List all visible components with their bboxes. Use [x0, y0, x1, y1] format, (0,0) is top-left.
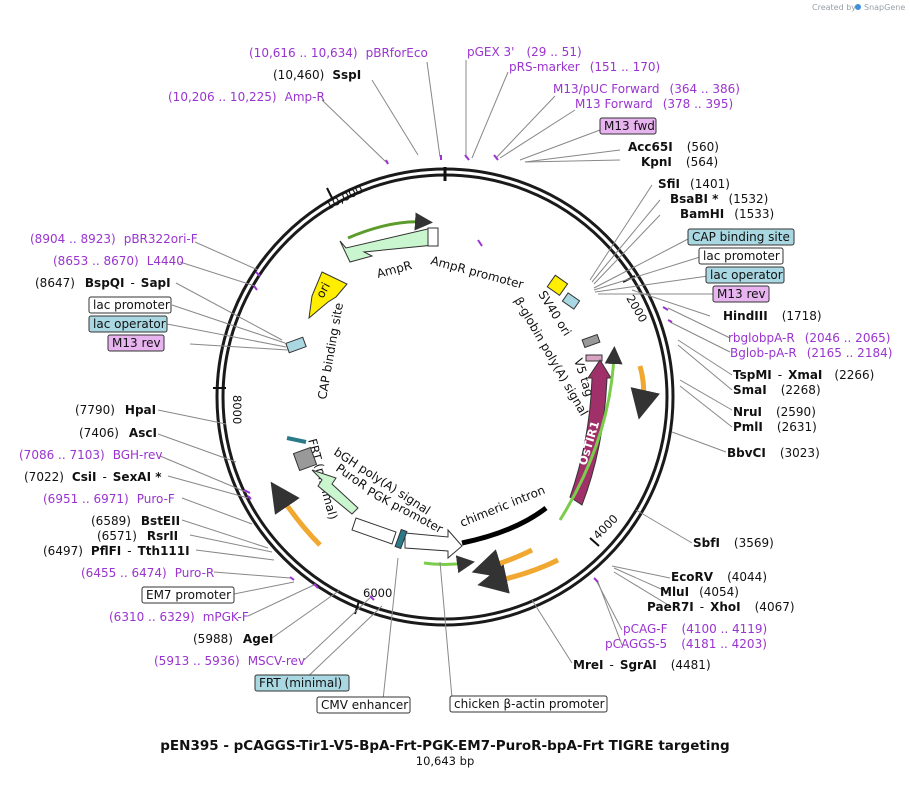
right-orf-orange[interactable] [630, 365, 660, 420]
site-l4440: (8653 .. 8670)L4440 [53, 254, 184, 268]
site-m13puc-fwd: M13/pUC Forward(364 .. 386) [553, 82, 740, 96]
site-ampr-primer: (10,206 .. 10,225)Amp-R [168, 90, 325, 104]
v5-tag-bar[interactable] [585, 354, 603, 362]
m13-rev-box-left-label: M13 rev [112, 336, 161, 350]
chicken-actin-promoter-box[interactable]: chicken β-actin promoter [449, 695, 608, 713]
site-pcaggs5: pCAGGS-5(4181 .. 4203) [605, 637, 767, 651]
frt-minimal-box-label: FRT (minimal) [259, 676, 342, 690]
site-pflfi-tth111i: (6497)PflFI-Tth111I [43, 544, 190, 558]
plasmid-length: 10,643 bp [416, 754, 475, 768]
lac-operator-box-left-label: lac operator [93, 317, 166, 331]
lac-promoter-box-right[interactable]: lac promoter [698, 247, 784, 265]
site-rsrii: (6571)RsrII [97, 529, 178, 543]
site-ecorv: EcoRV(4044) [671, 570, 767, 584]
ori-feature[interactable] [308, 271, 348, 320]
lac-operator-box-left[interactable]: lac operator [88, 315, 168, 333]
site-pgex3: pGEX 3'(29 .. 51) [467, 45, 582, 59]
m13-fwd-box[interactable]: M13 fwd [599, 117, 657, 135]
primer-marks [243, 154, 673, 601]
bglobin-polya-bar[interactable] [581, 333, 601, 349]
m13-fwd-box-label: M13 fwd [604, 119, 655, 133]
site-sspi: (10,460)SspI [273, 68, 361, 82]
site-bsabi: BsaBI *(1532) [670, 192, 768, 206]
site-bspqi-sapi: (8647)BspQI-SapI [35, 276, 171, 290]
credit-brand: SnapGene [864, 3, 905, 12]
em7-promoter-box-label: EM7 promoter [146, 588, 231, 602]
site-smai: SmaI(2268) [733, 383, 821, 397]
chicken-actin-promoter-box-label: chicken β-actin promoter [454, 697, 605, 711]
site-nrui: NruI(2590) [733, 405, 816, 419]
cap-box-right-label: CAP binding site [692, 230, 790, 244]
site-paer7i-xhoi: PaeR7I-XhoI(4067) [647, 600, 795, 614]
site-purof: (6951 .. 6971)Puro-F [43, 492, 175, 506]
tick-label-2000: 2000 [623, 293, 650, 325]
site-bamhi: BamHI(1533) [680, 207, 774, 221]
lac-cluster-left[interactable] [285, 336, 307, 354]
lac-promoter-box-left[interactable]: lac promoter [88, 296, 172, 314]
site-bbvci: BbvCI(3023) [727, 446, 820, 460]
sv40-ori-feature[interactable] [546, 274, 581, 310]
lac-promoter-box-right-label: lac promoter [703, 249, 780, 263]
plasmid-title: pEN395 - pCAGGS-Tir1-V5-BpA-Frt-PGK-EM7-… [160, 738, 729, 754]
credit-prefix: Created by [812, 3, 856, 12]
site-mrei-sgrai: MreI-SgrAI(4481) [573, 658, 711, 672]
site-mlui: MluI(4054) [660, 585, 739, 599]
ori-label: ori [313, 280, 333, 300]
m13-rev-box-right[interactable]: M13 rev [712, 285, 770, 303]
site-pbr322: (8904 .. 8923)pBR322ori-F [30, 232, 198, 246]
site-sfii: SfiI(1401) [658, 177, 730, 191]
site-mpgkf: (6310 .. 6329)mPGK-F [109, 610, 249, 624]
cmv-enhancer-box-label: CMV enhancer [321, 698, 408, 712]
site-m13-forward: M13 Forward(378 .. 395) [575, 97, 733, 111]
tick-label-10000: 10,000 [323, 182, 365, 213]
site-pmli: PmlI(2631) [733, 420, 817, 434]
site-sbfi: SbfI(3569) [693, 536, 774, 550]
lac-promoter-box-left-label: lac promoter [93, 298, 170, 312]
site-bghrev: (7086 .. 7103)BGH-rev [19, 448, 163, 462]
ampr-feature[interactable] [339, 212, 439, 263]
site-asci: (7406)AscI [79, 426, 157, 440]
site-hindiii: HindIII(1718) [723, 309, 822, 323]
lac-operator-box-right-label: lac operator [710, 268, 783, 282]
ostir1-feature[interactable] [558, 346, 623, 521]
em7-promoter-box[interactable]: EM7 promoter [141, 586, 235, 604]
m13-rev-box-right-label: M13 rev [717, 287, 766, 301]
m13-rev-box-left[interactable]: M13 rev [107, 334, 165, 352]
chimeric-intron-bar[interactable] [461, 506, 548, 546]
site-msvcrev: (5913 .. 5936)MSCV-rev [154, 654, 305, 668]
site-pbrforeco: (10,616 .. 10,634)pBRforEco [249, 46, 428, 60]
lac-operator-box-right[interactable]: lac operator [705, 266, 785, 284]
ampr-promoter-label: AmpR promoter [429, 253, 525, 291]
site-kpni: KpnI(564) [641, 155, 718, 169]
site-bsteii: (6589)BstEII [91, 514, 180, 528]
site-bglobpa: Bglob-pA-R(2165 .. 2184) [730, 346, 892, 360]
tick-label-6000: 6000 [363, 586, 392, 600]
site-rbglobpa: rbglobpA-R(2046 .. 2065) [728, 331, 890, 345]
site-tspmi-xmai: TspMI-XmaI(2266) [733, 368, 874, 382]
frt-minimal-box[interactable]: FRT (minimal) [254, 674, 350, 692]
cmv-enhancer-box[interactable]: CMV enhancer [316, 696, 411, 714]
site-puror-primer: (6455 .. 6474)Puro-R [81, 566, 214, 580]
site-csii-sexai: (7022)CsiI-SexAI * [24, 470, 162, 484]
leader-lines [157, 60, 733, 701]
cap-site-left-label: CAP binding site [315, 302, 346, 401]
puror-feature[interactable] [270, 436, 359, 547]
site-pcagf: pCAG-F(4100 .. 4119) [623, 622, 767, 636]
promoter-arrows[interactable] [351, 517, 463, 560]
tick-label-8000: 8000 [230, 395, 244, 424]
site-hpai: (7790)HpaI [75, 403, 156, 417]
site-agei: (5988)AgeI [193, 632, 273, 646]
ampr-label: AmpR [375, 258, 413, 281]
site-prs-marker: pRS-marker(151 .. 170) [509, 60, 660, 74]
site-acc65i: Acc65I(560) [628, 140, 719, 154]
snapgene-logo-icon [855, 4, 861, 10]
bottom-orf-orange[interactable] [423, 547, 560, 594]
cap-box-right[interactable]: CAP binding site [687, 228, 795, 246]
chimeric-intron-label: chimeric intron [458, 483, 547, 530]
